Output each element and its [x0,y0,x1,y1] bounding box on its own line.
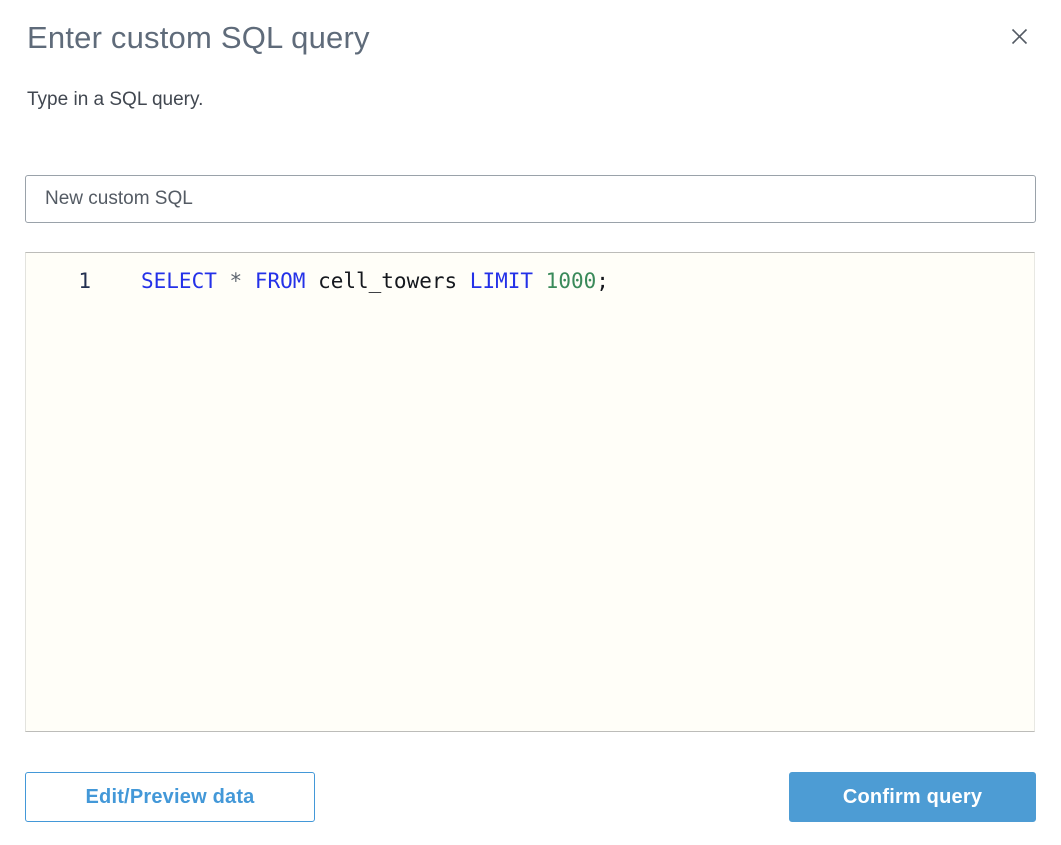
sql-code-editor[interactable]: 1 SELECT * FROM cell_towers LIMIT 1000; [25,252,1035,732]
sql-statement: SELECT * FROM cell_towers LIMIT 1000; [91,267,609,295]
dialog-header: Enter custom SQL query [25,18,1036,58]
sql-token-keyword: FROM [254,269,306,293]
sql-token-keyword: LIMIT [469,269,534,293]
code-line: 1 SELECT * FROM cell_towers LIMIT 1000; [26,267,1034,295]
confirm-query-button[interactable]: Confirm query [789,772,1036,822]
custom-sql-name-input[interactable] [25,175,1036,223]
sql-token-identifier: cell_towers [318,269,458,293]
dialog-footer: Edit/Preview data Confirm query [25,772,1036,822]
line-number: 1 [78,269,91,293]
sql-token-keyword: SELECT [141,269,217,293]
page-title: Enter custom SQL query [27,20,370,55]
edit-preview-data-button[interactable]: Edit/Preview data [25,772,315,822]
dialog-subtitle: Type in a SQL query. [27,89,204,110]
close-icon [1009,28,1030,50]
sql-token-operator: * [229,269,243,293]
sql-token-number: 1000 [545,269,597,293]
sql-token-punctuation: ; [596,269,609,293]
close-button[interactable] [1005,22,1034,51]
